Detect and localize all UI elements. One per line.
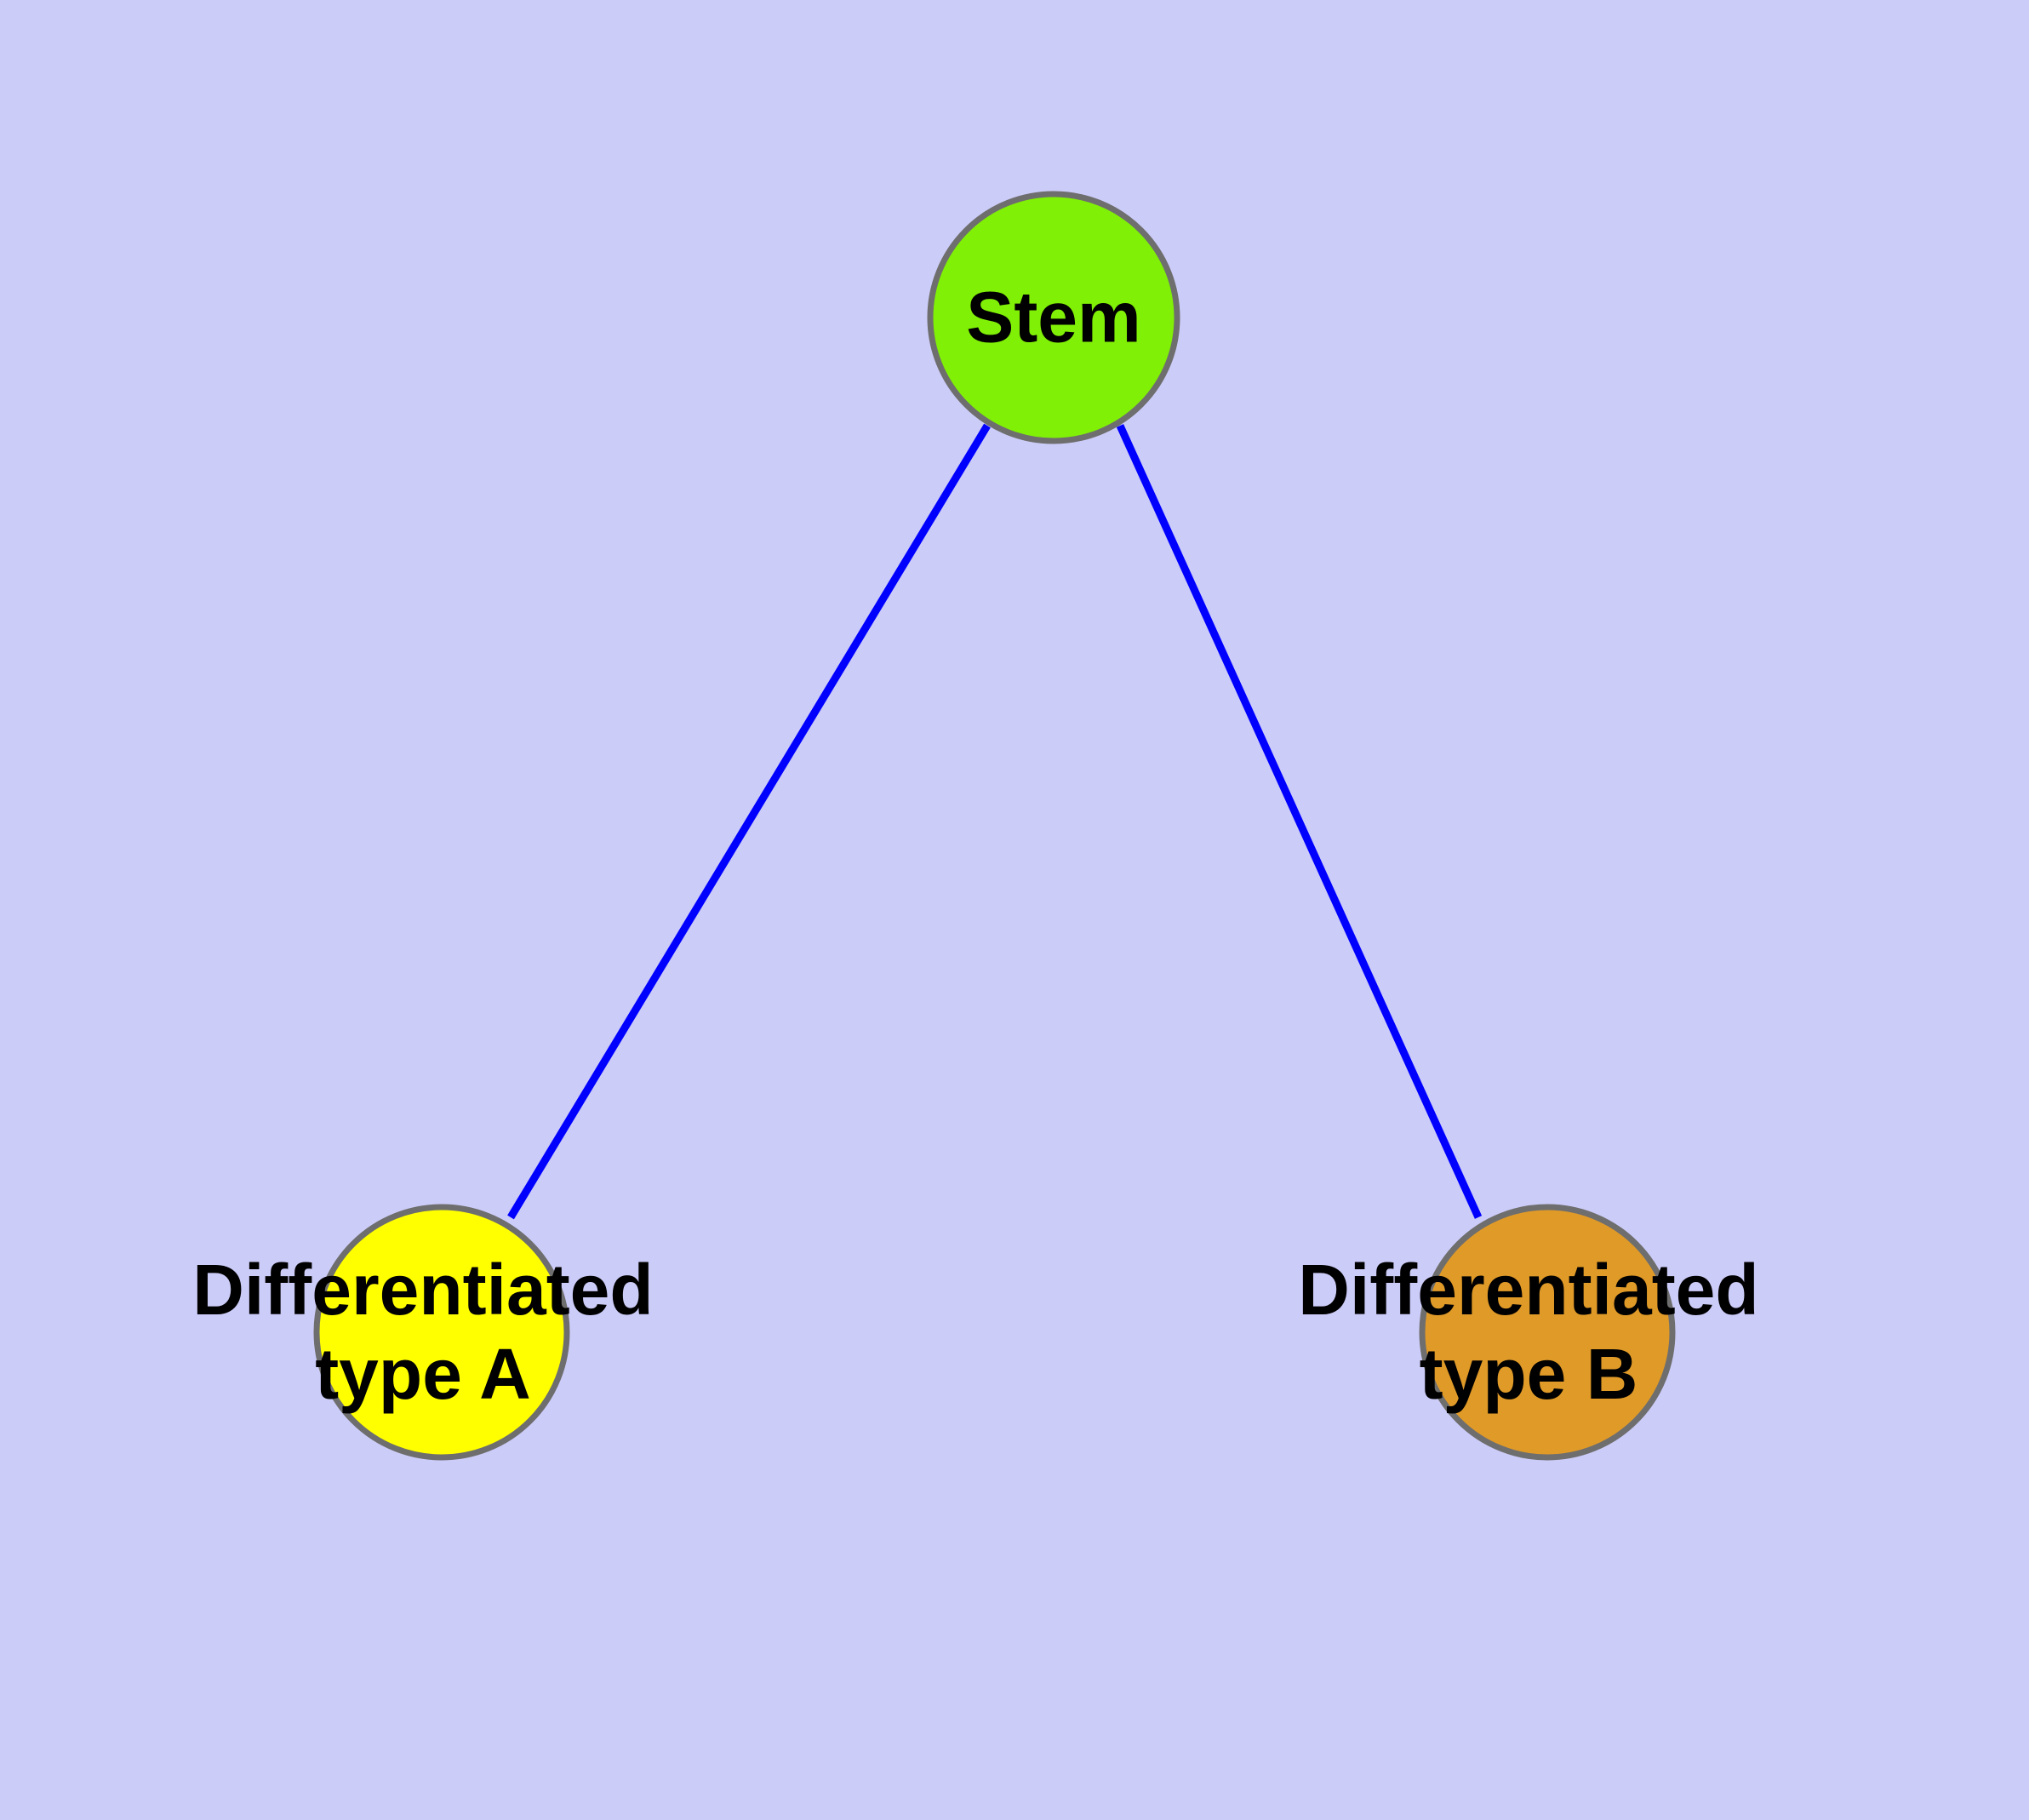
node-label-line: type A (315, 1334, 531, 1414)
graph-node-diff-a[interactable] (313, 1204, 570, 1461)
graph-edge[interactable] (507, 423, 991, 1220)
node-label-line: Differentiated (1298, 1250, 1758, 1330)
node-label-line: Differentiated (192, 1250, 653, 1330)
nodes-layer (313, 191, 1676, 1461)
graph-node-diff-b[interactable] (1419, 1204, 1676, 1461)
edges-layer (507, 423, 1483, 1220)
node-label-line: Stem (966, 278, 1140, 358)
graph-edge[interactable] (1116, 424, 1483, 1219)
graph-node-stem[interactable] (927, 191, 1180, 444)
node-label-line: type B (1420, 1334, 1638, 1414)
graph-node-label-stem: Stem (966, 278, 1140, 358)
